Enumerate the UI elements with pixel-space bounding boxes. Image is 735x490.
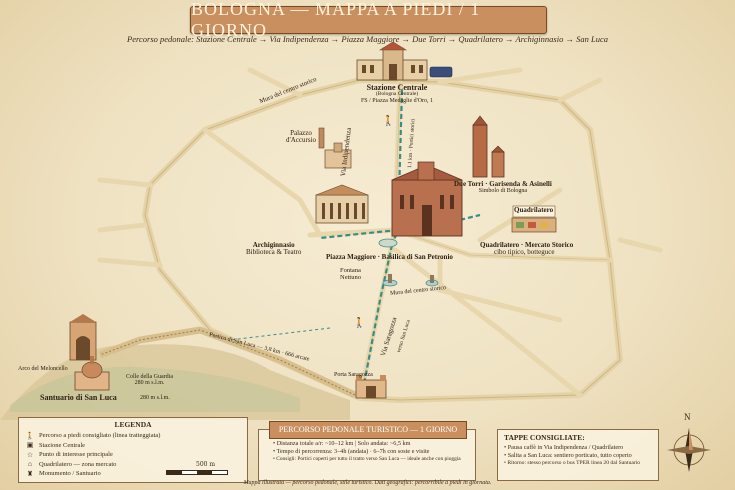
monument-icon: ♜ [26, 469, 34, 478]
due-torri-l2: Simbolo di Bologna [478, 188, 528, 195]
palazzo-l1: Palazzo [290, 129, 312, 137]
fontana-l1: Fontana [340, 267, 361, 274]
label-piazza: Piazza Maggiore · Basilica di San Petron… [326, 253, 453, 261]
stazione-title: Stazione Centrale [366, 83, 428, 92]
label-quadrilatero: Quadrilatero · Mercato Storico cibo tipi… [480, 241, 574, 257]
tips-item: • Salita a San Luca: sentiero porticato,… [504, 452, 632, 459]
compass-rose: N [664, 412, 714, 478]
portico-route [229, 327, 331, 341]
legend-text: Monumento / Santuario [39, 470, 101, 478]
label-stazione: Stazione Centrale (Bologna Centrale) FS … [352, 83, 442, 105]
san-petronio-basilica [391, 161, 463, 237]
quadrilatero-market [511, 205, 557, 233]
tips-item: • Pausa caffè in Via Indipendenza / Quad… [504, 444, 624, 451]
legend-item: ▣ Stazione Centrale [19, 441, 247, 451]
route-info-item: • Consigli: Portici coperti per tutto il… [273, 456, 461, 462]
archiginnasio-l1: Archiginnasio [252, 241, 295, 249]
route-info-item: • Distanza totale a/r: ~10–12 km | Solo … [273, 440, 411, 447]
scale-graphic [166, 470, 228, 475]
palazzo-l2: d'Accursio [286, 136, 317, 145]
label-altitude: 280 m s.l.m. [140, 395, 170, 401]
santuario-san-luca [74, 356, 110, 391]
svg-text:🚶: 🚶 [353, 316, 365, 329]
legend-item: ⌂ Quadrilatero — zona mercato [19, 460, 247, 470]
label-archiginnasio: Archiginnasio Biblioteca & Teatro [246, 241, 302, 257]
tips-box: TAPPE CONSIGLIATE: • Pausa caffè in Via … [497, 429, 659, 481]
compass-north: N [684, 412, 691, 422]
market-icon: ⌂ [27, 460, 33, 469]
route-info-item: • Tempo di percorrenza: 3–4h (andata) · … [273, 448, 430, 455]
route-info-list: • Distanza totale a/r: ~10–12 km | Solo … [273, 440, 475, 462]
walker-icon: 🚶 [25, 431, 35, 440]
label-santuario: Santuario di San Luca [40, 393, 117, 402]
porta-saragozza [355, 375, 387, 399]
fontana-l2: Nettuno [340, 273, 361, 281]
map-title: BOLOGNA — MAPPA A PIEDI / 1 GIORNO [191, 0, 481, 40]
archiginnasio-l2: Biblioteca & Teatro [246, 248, 302, 257]
legend-title: LEGENDA [114, 420, 152, 429]
legend-item: 🚶 Percorso a piedi consigliato (linea tra… [19, 431, 247, 441]
legend-text: Quadrilatero — zona mercato [39, 460, 117, 468]
title-banner: BOLOGNA — MAPPA A PIEDI / 1 GIORNO [190, 0, 547, 40]
route-box-title: PERCORSO PEDONALE TURISTICO — 1 GIORNO [269, 421, 467, 439]
map-subtitle: Percorso pedonale: Stazione Centrale → V… [127, 34, 608, 44]
legend-item: ☆ Punto di interesse principale [19, 450, 247, 460]
palazzo-accursio [318, 127, 352, 169]
label-fontana: Fontana Nettuno [340, 267, 361, 282]
legend-text: Stazione Centrale [39, 441, 86, 449]
scale-label: 500 m [196, 461, 216, 468]
label-arco: Arco del Meloncello [18, 366, 68, 372]
star-icon: ☆ [26, 450, 34, 459]
archiginnasio-building [315, 184, 369, 224]
stazione-fs: FS / Piazza Medaglie d'Oro, 1 [360, 98, 434, 105]
route-info-box: PERCORSO PEDONALE TURISTICO — 1 GIORNO •… [258, 421, 476, 481]
station-icon: ▣ [26, 441, 34, 450]
legend-text: Percorso a piedi consigliato (linea trat… [39, 432, 161, 440]
label-due-torri: Due Torri · Garisenda & Asinelli Simbolo… [454, 180, 552, 195]
due-torri-towers [472, 115, 505, 178]
stazione-building [356, 41, 453, 81]
colle-l1: Colle della Guardia [126, 374, 173, 380]
compass-icon [667, 428, 711, 472]
arco-meloncello [69, 314, 97, 361]
footnote: Mappa illustrata — percorso pedonale, st… [243, 480, 492, 486]
legend-text: Punto di interesse principale [39, 451, 113, 459]
tips-item: • Ritorno: stesso percorso o bus TPER li… [504, 460, 641, 466]
quadrilatero-tag: Quadrilatero [514, 206, 554, 214]
label-porta-saragozza: Porta Saragozza [334, 372, 373, 378]
due-torri-l1: Due Torri · Garisenda & Asinelli [454, 180, 552, 188]
walker-markers: 🚶 🚶 [353, 114, 394, 329]
colle-l2: 280 m s.l.m. [134, 380, 165, 387]
fontana-nettuno [382, 274, 439, 287]
label-colle: Colle della Guardia 280 m s.l.m. [126, 374, 173, 387]
tips-title: TAPPE CONSIGLIATE: [504, 433, 585, 442]
svg-text:🚶: 🚶 [382, 114, 394, 127]
label-palazzo: Palazzo d'Accursio [286, 129, 317, 145]
legend-item: ♜ Monumento / Santuario [19, 469, 247, 479]
quadrilatero-l1: Quadrilatero · Mercato Storico [480, 241, 574, 249]
quadrilatero-l2: cibo tipico, botteguce [494, 248, 555, 257]
piazza-maggiore [378, 238, 398, 248]
stazione-sub: (Bologna Centrale) [375, 91, 419, 98]
